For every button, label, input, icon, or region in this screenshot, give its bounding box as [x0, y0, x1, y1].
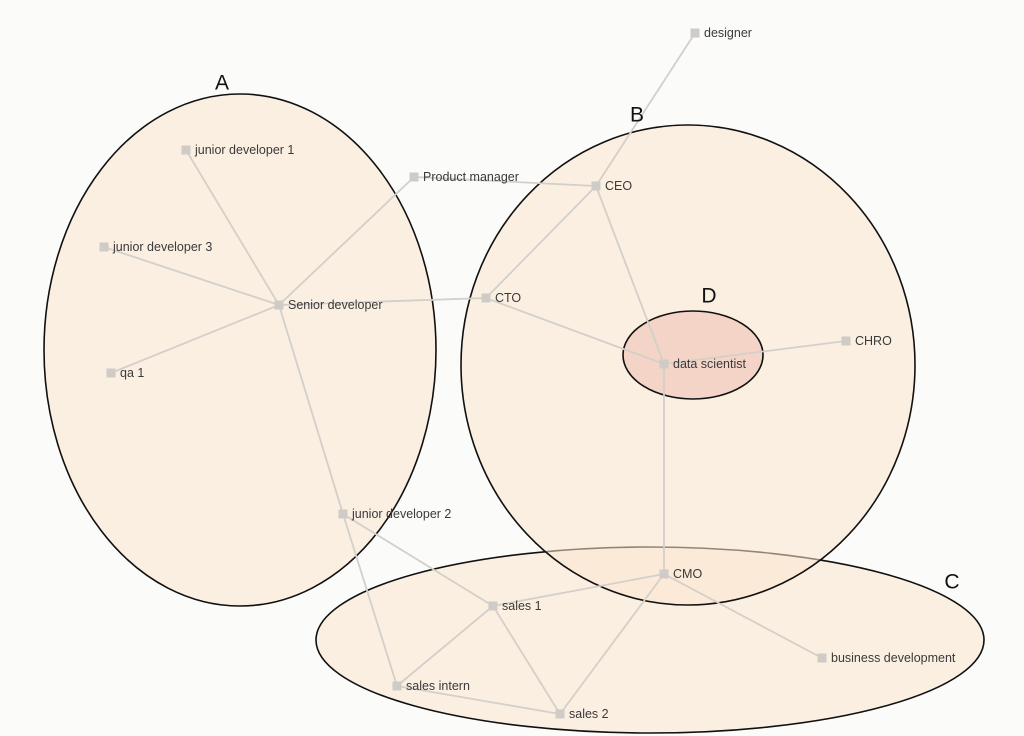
node-label: CHRO — [855, 334, 892, 348]
node-pm[interactable]: Product manager — [409, 170, 519, 184]
node-marker — [659, 569, 669, 579]
node-label: Senior developer — [288, 298, 383, 312]
node-bizdev[interactable]: business development — [817, 651, 956, 665]
edge-sales1-sales2 — [492, 605, 561, 715]
node-designer[interactable]: designer — [690, 26, 752, 40]
edge-pm-sd — [278, 176, 415, 306]
node-marker — [817, 653, 827, 663]
edge-ds-chro — [663, 340, 847, 365]
edge-jd1-sd — [185, 149, 280, 306]
edge-ceo-cto — [485, 185, 597, 299]
node-jd1[interactable]: junior developer 1 — [181, 143, 295, 157]
node-intern[interactable]: sales intern — [392, 679, 470, 693]
node-jd2[interactable]: junior developer 2 — [338, 507, 452, 521]
node-chro[interactable]: CHRO — [841, 334, 893, 348]
node-marker — [841, 336, 851, 346]
node-label: designer — [704, 26, 752, 40]
group-a-label: A — [215, 72, 229, 95]
node-label: sales 2 — [569, 707, 609, 721]
edge-cmo-bizdev — [663, 573, 823, 659]
edge-ceo-ds — [595, 185, 665, 365]
edge-qa1-sd — [110, 304, 280, 374]
edge-cto-ds — [485, 297, 665, 365]
node-cto[interactable]: CTO — [481, 291, 522, 305]
group-labels-layer: A C B D — [215, 72, 960, 594]
node-marker — [274, 300, 284, 310]
edge-cmo-sales2 — [559, 573, 665, 715]
node-marker — [338, 509, 348, 519]
node-marker — [106, 368, 116, 378]
group-d-ellipse — [622, 310, 764, 400]
node-label: Product manager — [423, 170, 519, 184]
node-sales2[interactable]: sales 2 — [555, 707, 609, 721]
edge-sd-jd2 — [278, 304, 344, 515]
node-label: qa 1 — [120, 366, 144, 380]
node-label: sales intern — [406, 679, 470, 693]
edge-sd-cto — [278, 297, 487, 306]
groups-layer — [43, 93, 985, 734]
edge-jd2-sales1 — [342, 513, 494, 607]
node-label: CMO — [673, 567, 702, 581]
node-label: business development — [831, 651, 956, 665]
edge-cmo-sales1 — [492, 573, 665, 607]
edge-jd2-intern — [342, 513, 398, 687]
node-ceo[interactable]: CEO — [591, 179, 633, 193]
node-sd[interactable]: Senior developer — [274, 298, 383, 312]
node-marker — [392, 681, 402, 691]
edge-designer-ceo — [595, 32, 696, 187]
edge-jd3-sd — [103, 246, 280, 306]
node-label: sales 1 — [502, 599, 542, 613]
node-label: junior developer 3 — [112, 240, 212, 254]
node-marker — [481, 293, 491, 303]
node-label: junior developer 2 — [351, 507, 451, 521]
node-marker — [690, 28, 700, 38]
group-d-label: D — [701, 285, 716, 308]
edges-layer — [103, 32, 847, 715]
node-marker — [591, 181, 601, 191]
node-label: CEO — [605, 179, 632, 193]
group-b-label: B — [630, 104, 644, 127]
node-marker — [488, 601, 498, 611]
node-cmo[interactable]: CMO — [659, 567, 703, 581]
node-marker — [659, 359, 669, 369]
node-marker — [555, 709, 565, 719]
group-c-label: C — [944, 571, 959, 594]
node-jd3[interactable]: junior developer 3 — [99, 240, 213, 254]
node-marker — [181, 145, 191, 155]
edge-pm-ceo — [413, 176, 597, 187]
group-a-ellipse — [43, 93, 437, 607]
nodes-layer: designer junior developer 1 Product manage… — [99, 26, 956, 721]
node-label: data scientist — [673, 357, 746, 371]
node-label: junior developer 1 — [194, 143, 294, 157]
edge-intern-sales2 — [396, 685, 561, 715]
node-marker — [409, 172, 419, 182]
node-qa1[interactable]: qa 1 — [106, 366, 145, 380]
node-sales1[interactable]: sales 1 — [488, 599, 542, 613]
edge-sales1-intern — [396, 605, 494, 687]
node-ds[interactable]: data scientist — [659, 357, 747, 371]
node-marker — [99, 242, 109, 252]
node-label: CTO — [495, 291, 521, 305]
